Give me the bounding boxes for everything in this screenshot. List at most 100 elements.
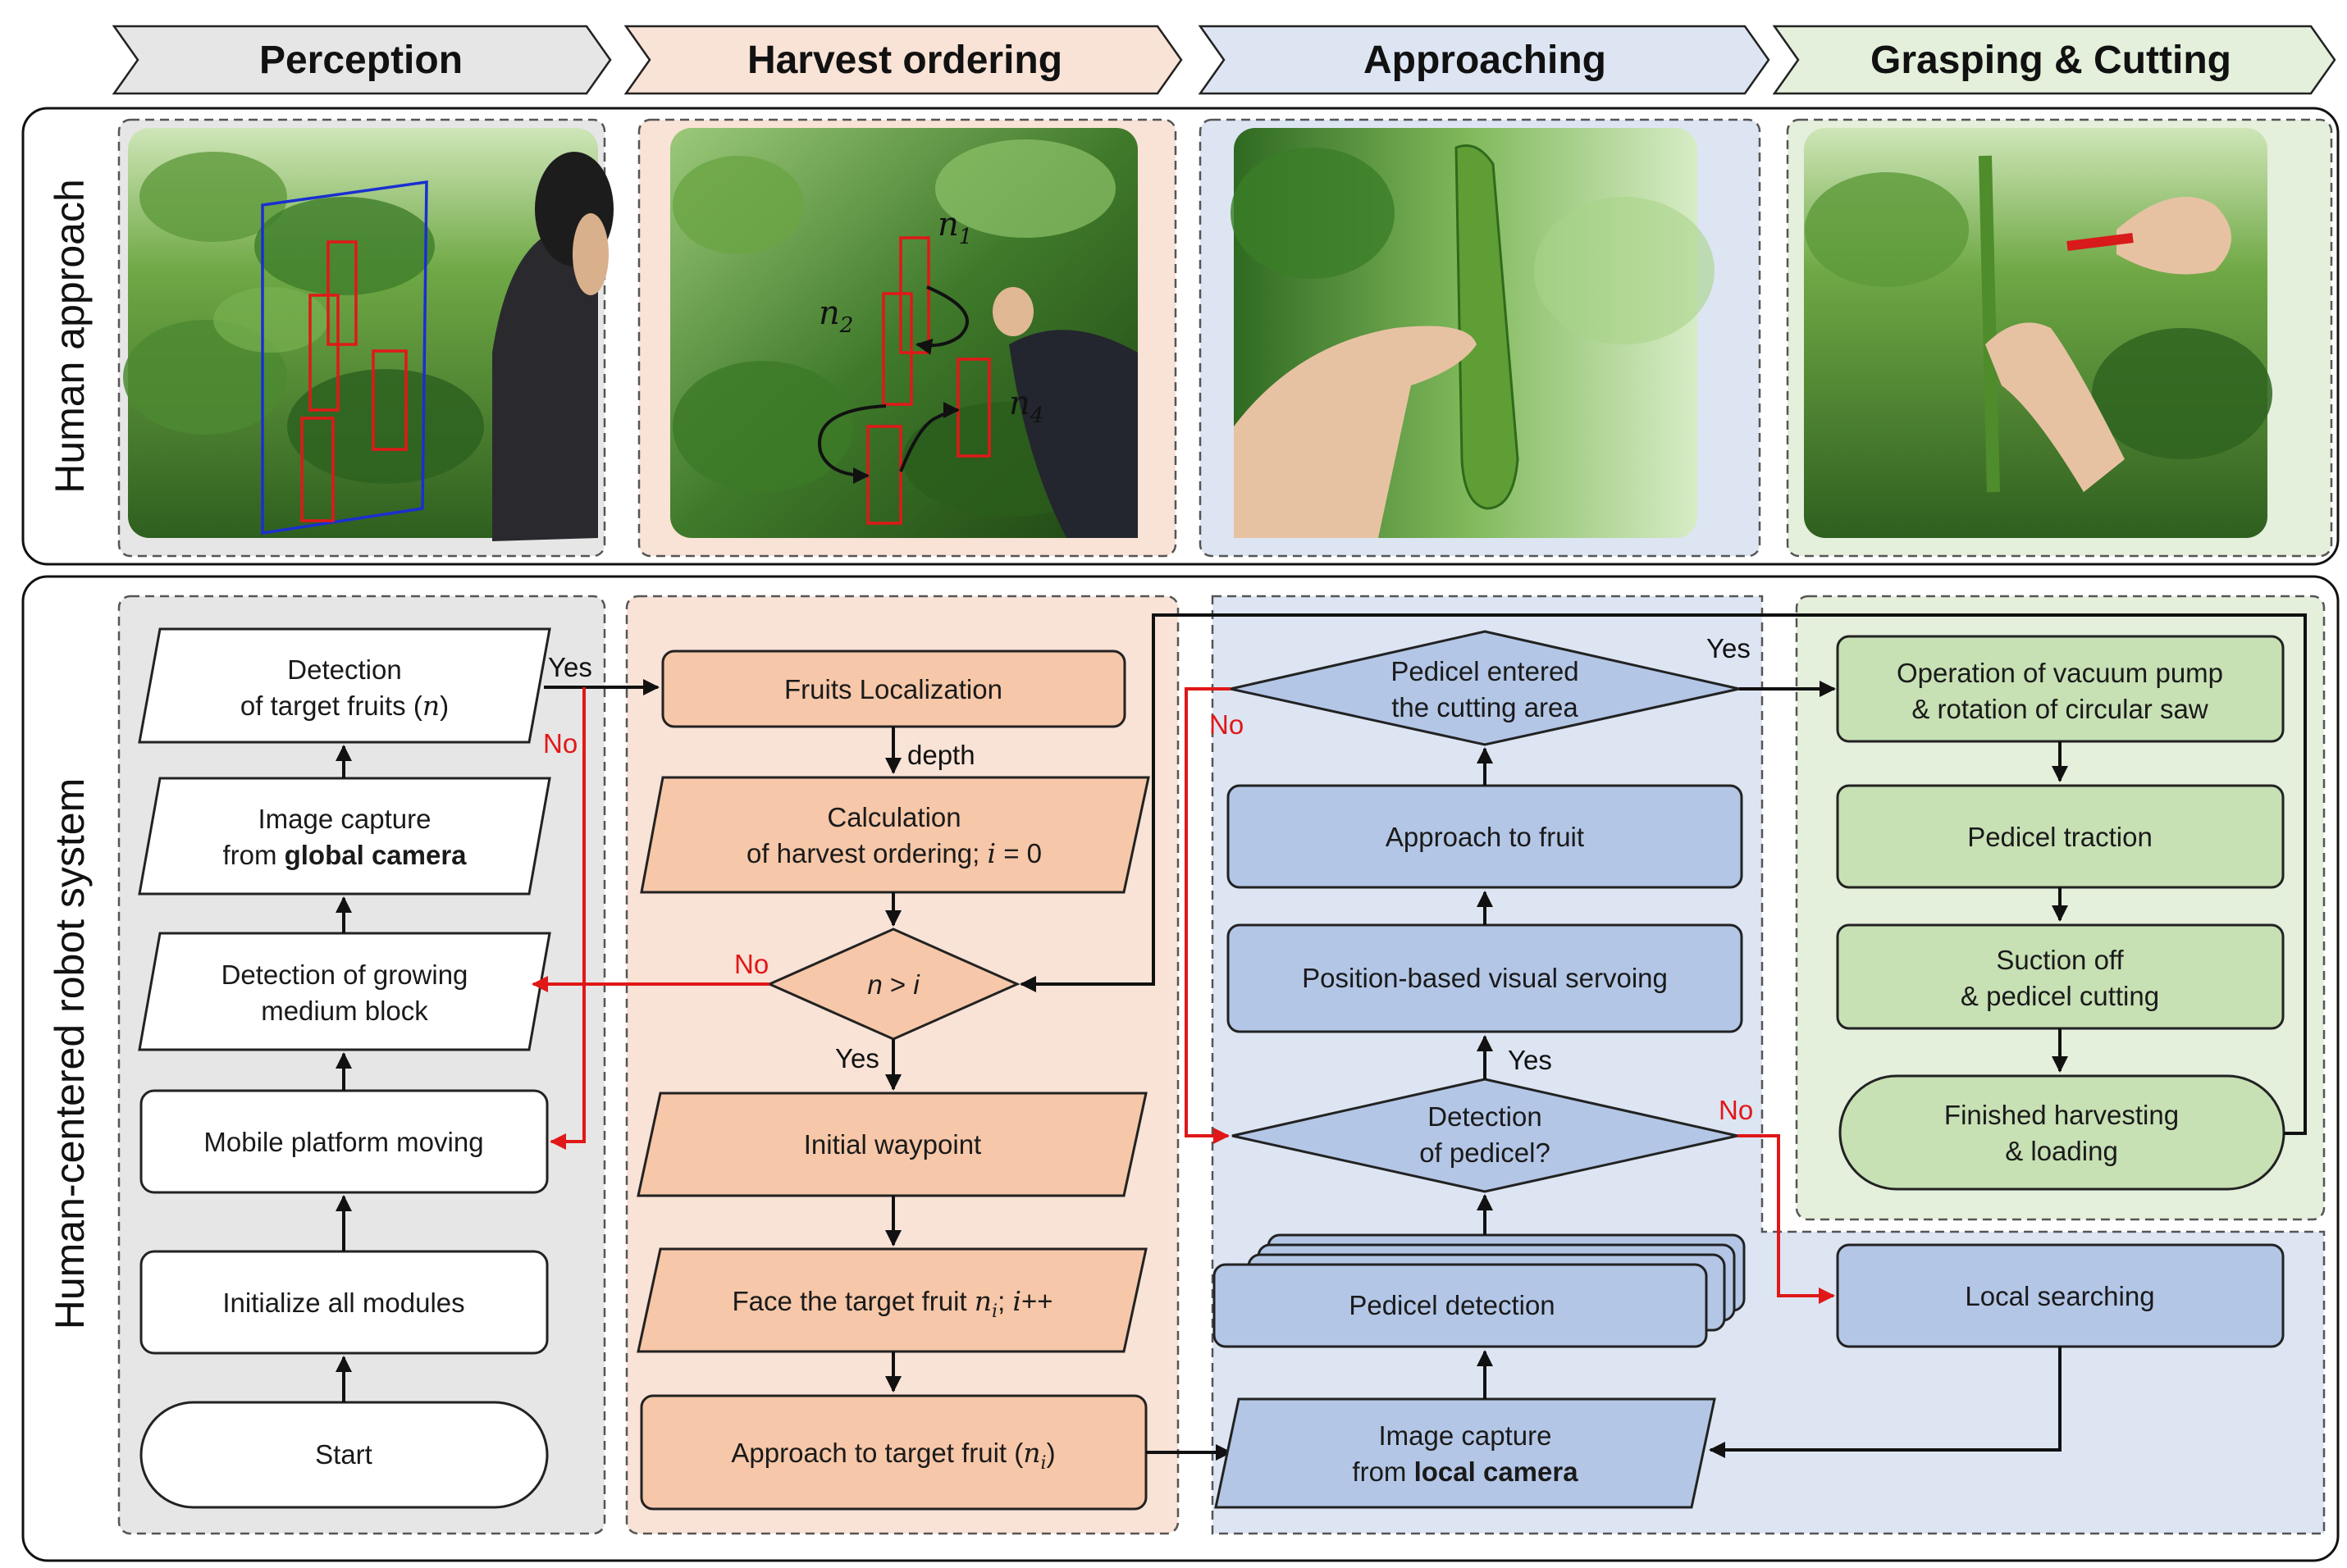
svg-text:Local searching: Local searching [1965, 1281, 2154, 1311]
edge-label-no: No [1719, 1095, 1753, 1125]
edge-label-yes: Yes [835, 1043, 879, 1073]
photo-label-n1: n1 [938, 206, 972, 249]
node-pedicel-traction: Pedicel traction [1836, 784, 2285, 889]
node-detection-growing-medium-block: Detection of growing medium block [138, 932, 551, 1051]
svg-text:Operation of vacuum pump: Operation of vacuum pump [1897, 658, 2223, 688]
svg-text:Finished harvesting: Finished harvesting [1944, 1100, 2179, 1130]
node-position-based-visual-servoing: Position-based visual servoing [1226, 923, 1743, 1033]
node-detection-target-fruits: Detection of target fruits (n) [138, 627, 551, 744]
edge-label-yes: Yes [548, 652, 592, 682]
edge-loop-to-condition [1020, 613, 2307, 1135]
photo-fruit-box [300, 417, 335, 522]
human-approach-panel [21, 107, 2340, 566]
svg-text:Face the target fruit ni; i++: Face the target fruit ni; i++ [732, 1285, 1052, 1322]
node-condition-n-greater-i: n > i [766, 928, 1021, 1041]
svg-text:medium block: medium block [261, 996, 428, 1026]
svg-text:from global camera: from global camera [222, 840, 467, 870]
node-start: Start [139, 1401, 549, 1509]
node-local-searching: Local searching [1836, 1243, 2285, 1348]
node-initial-waypoint: Initial waypoint [637, 1092, 1148, 1197]
stage-header-approaching: Approaching [1198, 25, 1770, 95]
node-initialize-modules: Initialize all modules [139, 1250, 549, 1355]
node-image-capture-global-camera: Image capture from global camera [138, 777, 551, 896]
svg-text:Pedicel traction: Pedicel traction [1967, 822, 2153, 852]
photo-label-n4: n4 [1009, 385, 1043, 428]
stage-chevron-harvest-ordering [623, 25, 1183, 95]
svg-text:& pedicel cutting: & pedicel cutting [1961, 981, 2159, 1011]
node-approach-target-fruit: Approach to target fruit (ni) [640, 1394, 1148, 1511]
human-approach-label: Human approach [47, 179, 93, 494]
svg-text:Approach to fruit: Approach to fruit [1386, 822, 1584, 852]
edge-label-yes: Yes [1508, 1045, 1552, 1075]
edge-label-no: No [734, 949, 769, 979]
photo-fruit-box-n1 [899, 236, 930, 354]
photo-roi-blue-box [261, 180, 428, 536]
svg-text:Pedicel detection: Pedicel detection [1349, 1290, 1555, 1320]
robot-system-panel [21, 575, 2340, 1562]
edge-label-yes: Yes [1706, 633, 1751, 663]
photo-fruit-box [326, 240, 358, 346]
photo-grasping-cutting [1804, 128, 2272, 538]
svg-text:of pedicel?: of pedicel? [1419, 1137, 1550, 1168]
stage-chevron-perception [112, 25, 612, 95]
svg-text:Calculation: Calculation [827, 802, 961, 832]
node-pedicel-entered-cutting-area: Pedicel entered the cutting area [1230, 630, 1740, 746]
svg-text:Position-based visual servoing: Position-based visual servoing [1302, 963, 1668, 993]
node-finished-harvesting-loading: Finished harvesting & loading [1838, 1074, 2285, 1191]
edge-no-to-mobile [550, 687, 586, 1150]
node-image-capture-local-camera: Image capture from local camera [1214, 1397, 1716, 1509]
svg-text:& loading: & loading [2005, 1136, 2118, 1166]
node-detection-of-pedicel: Detection of pedicel? [1231, 1078, 1738, 1193]
stage-chevron-grasping-cutting [1772, 25, 2336, 95]
photo-label-n2: n2 [819, 294, 853, 338]
svg-text:n > i: n > i [867, 969, 920, 1000]
svg-text:Suction off: Suction off [1996, 945, 2124, 975]
edge-label-depth: depth [907, 740, 975, 770]
stage-chevron-approaching [1198, 25, 1770, 95]
svg-text:from local camera: from local camera [1352, 1456, 1578, 1487]
robot-system-label: Human-centered robot system [47, 778, 93, 1330]
node-fruits-localization: Fruits Localization [661, 650, 1126, 728]
edge-label-no: No [543, 728, 578, 759]
node-calculation-harvest-ordering: Calculation of harvest ordering; i = 0 [640, 776, 1150, 894]
svg-text:Pedicel entered: Pedicel entered [1390, 656, 1578, 686]
stage-header-harvest-ordering: Harvest ordering [623, 25, 1183, 95]
order-arrow [916, 285, 969, 355]
edge-label-no: No [1209, 709, 1244, 740]
svg-text:Mobile platform moving: Mobile platform moving [203, 1127, 483, 1157]
node-face-target-fruit: Face the target fruit ni; i++ [637, 1247, 1148, 1353]
node-pedicel-detection: Pedicel detection [1212, 1233, 1746, 1348]
edge-local-search-to-capture [1709, 1347, 2062, 1458]
stage-label-perception: Perception [259, 39, 463, 82]
svg-text:Fruits Localization: Fruits Localization [784, 674, 1002, 704]
robot-column-harvest [625, 595, 1180, 1535]
photo-fruit-box [372, 349, 408, 451]
photo-perception [123, 128, 614, 541]
photo-harvest-ordering: n1 n2 n4 [670, 128, 1138, 538]
svg-text:Detection of growing: Detection of growing [221, 959, 468, 990]
svg-text:Detection: Detection [1427, 1101, 1541, 1132]
svg-text:of target fruits (n): of target fruits (n) [240, 690, 449, 722]
photo-fruit-box [308, 294, 340, 412]
node-vacuum-pump-circular-saw: Operation of vacuum pump & rotation of c… [1836, 635, 2285, 743]
node-mobile-platform-moving: Mobile platform moving [139, 1089, 549, 1194]
svg-text:Detection: Detection [287, 654, 401, 685]
edge-no-to-detection-pedicel [1185, 687, 1231, 1144]
node-suction-off-pedicel-cutting: Suction off & pedicel cutting [1836, 923, 2285, 1030]
photo-approaching [1231, 128, 1715, 538]
svg-text:Approach to target fruit (ni): Approach to target fruit (ni) [731, 1437, 1055, 1474]
svg-text:Initial waypoint: Initial waypoint [804, 1129, 981, 1160]
svg-text:Image capture: Image capture [1379, 1420, 1552, 1451]
stage-label-harvest-ordering: Harvest ordering [747, 39, 1062, 82]
svg-text:& rotation of circular saw: & rotation of circular saw [1911, 694, 2208, 724]
node-approach-to-fruit: Approach to fruit [1226, 784, 1743, 889]
stage-header-grasping-cutting: Grasping & Cutting [1772, 25, 2336, 95]
photo-fruit-box-n2 [882, 292, 913, 406]
stage-header-perception: Perception [112, 25, 612, 95]
svg-text:Start: Start [315, 1439, 372, 1470]
stage-label-approaching: Approaching [1363, 39, 1606, 82]
svg-text:Image capture: Image capture [258, 804, 432, 834]
order-arrow [818, 404, 887, 484]
edge-no-to-local-search [1737, 1134, 1835, 1304]
